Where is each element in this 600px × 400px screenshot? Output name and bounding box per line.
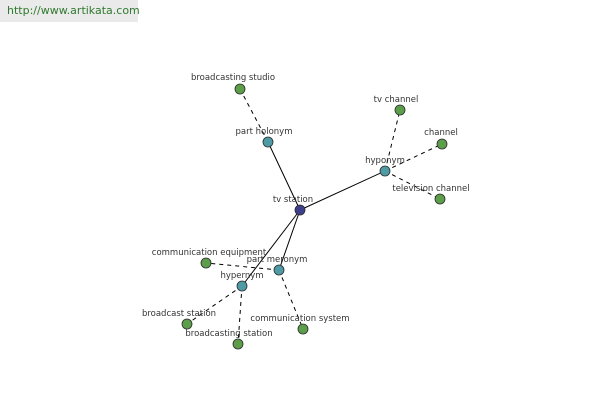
node-label-hypernym: hypernym — [220, 271, 263, 281]
site-url-link[interactable]: http://www.artikata.com — [7, 4, 140, 17]
node-label-channel: channel — [424, 128, 458, 138]
node-label-communication-equipment: communication equipment — [152, 248, 267, 258]
node-hypernym[interactable] — [236, 280, 248, 292]
node-label-communication-system: communication system — [250, 314, 349, 324]
edge-tv-station-to-part-holonym — [267, 141, 301, 211]
node-broadcasting-studio[interactable] — [234, 83, 246, 95]
node-label-part-holonym: part holonym — [236, 127, 293, 137]
edge-hyponym-to-tv-channel — [384, 109, 401, 172]
edge-tv-station-to-hyponym — [299, 170, 386, 211]
node-tv-station[interactable] — [294, 204, 306, 216]
edge-part-meronym-to-communication-system — [278, 269, 304, 330]
node-broadcasting-station[interactable] — [232, 338, 244, 350]
nodes-layer — [181, 83, 448, 350]
edge-hyponym-to-television-channel — [384, 170, 441, 200]
node-label-broadcasting-studio: broadcasting studio — [191, 73, 275, 83]
node-label-tv-station: tv station — [273, 195, 313, 205]
node-part-meronym[interactable] — [273, 264, 285, 276]
node-label-part-meronym: part meronym — [247, 255, 308, 265]
labels-layer: tv station part holonym hyponym part merony… — [142, 73, 470, 339]
node-hyponym[interactable] — [379, 165, 391, 177]
node-channel[interactable] — [436, 138, 448, 150]
node-label-broadcast-station: broadcast station — [142, 309, 216, 319]
url-bar: http://www.artikata.com — [0, 0, 140, 22]
node-television-channel[interactable] — [434, 193, 446, 205]
edge-tv-station-to-hypernym — [241, 209, 301, 287]
node-label-tv-channel: tv channel — [374, 95, 419, 105]
node-part-holonym[interactable] — [262, 136, 274, 148]
edges-layer — [186, 88, 443, 345]
node-tv-channel[interactable] — [394, 104, 406, 116]
node-communication-equipment[interactable] — [200, 257, 212, 269]
node-label-television-channel: television channel — [392, 184, 469, 194]
edge-part-holonym-to-broadcasting-studio — [239, 88, 269, 143]
edge-hypernym-to-broadcasting-station — [237, 285, 243, 345]
edge-tv-station-to-part-meronym — [278, 209, 301, 271]
node-communication-system[interactable] — [297, 323, 309, 335]
edge-hyponym-to-channel — [384, 143, 443, 172]
node-label-hyponym: hyponym — [365, 156, 405, 166]
edge-hypernym-to-broadcast-station — [186, 285, 243, 325]
node-label-broadcasting-station: broadcasting station — [185, 329, 272, 339]
node-broadcast-station[interactable] — [181, 318, 193, 330]
